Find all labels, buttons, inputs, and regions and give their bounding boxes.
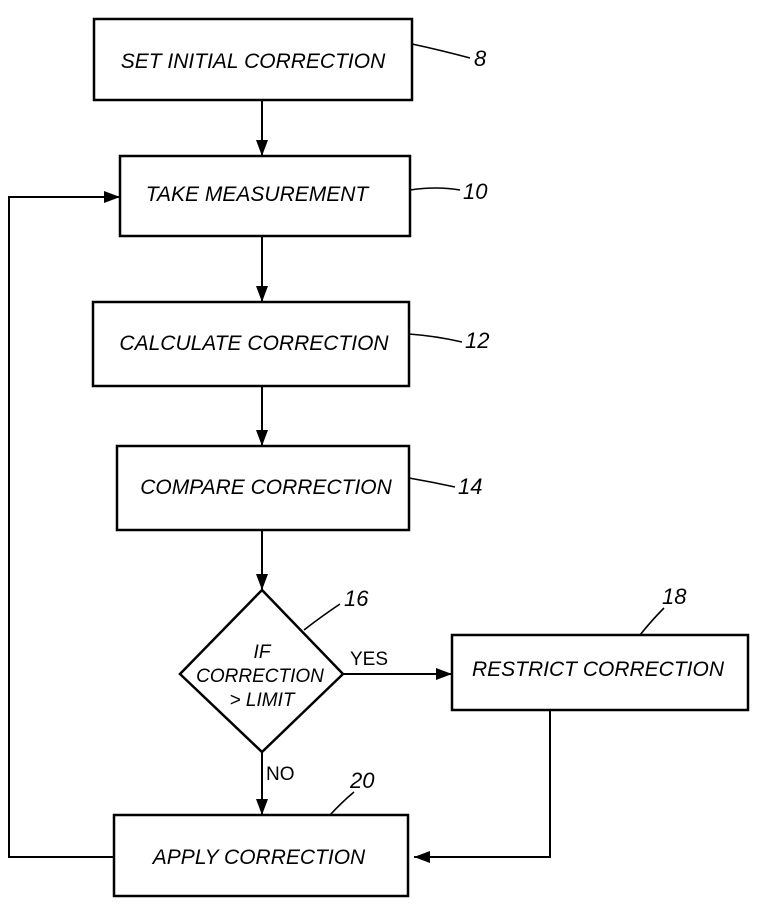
- step-take-measurement: TAKE MEASUREMENT: [120, 156, 410, 236]
- ref-leader-8: [412, 44, 470, 58]
- ref-number-18: 18: [662, 584, 687, 609]
- step-label-take-measurement: TAKE MEASUREMENT: [146, 183, 371, 206]
- connector-loop-back: [9, 197, 120, 857]
- arrowhead-into-calculate: [256, 286, 268, 302]
- connector-restrict-to-apply: [414, 710, 550, 857]
- arrowhead-into-measure: [256, 140, 268, 156]
- decision-text-limit: > LIMIT: [230, 690, 296, 711]
- step-label-set-initial: SET INITIAL CORRECTION: [121, 50, 386, 73]
- ref-number-16: 16: [344, 586, 369, 611]
- ref-number-20: 20: [349, 768, 375, 793]
- step-label-restrict: RESTRICT CORRECTION: [472, 658, 725, 681]
- arrowhead-into-decision: [256, 574, 268, 590]
- arrowhead-into-compare: [256, 430, 268, 446]
- arrowhead-into-apply: [256, 799, 268, 815]
- ref-leader-12: [409, 334, 462, 342]
- arrowhead-restrict-into-apply: [414, 851, 430, 863]
- branch-label-no: NO: [266, 764, 295, 785]
- step-restrict-correction: RESTRICT CORRECTION: [452, 635, 748, 710]
- branch-label-yes: YES: [350, 649, 388, 670]
- step-label-compare: COMPARE CORRECTION: [140, 476, 392, 499]
- ref-leader-18: [640, 608, 664, 635]
- ref-leader-10: [410, 188, 460, 190]
- ref-number-10: 10: [463, 179, 488, 204]
- step-compare-correction: COMPARE CORRECTION: [117, 446, 409, 530]
- decision-correction-limit: IF CORRECTION > LIMIT: [180, 590, 343, 752]
- step-label-calculate: CALCULATE CORRECTION: [119, 332, 389, 355]
- decision-text-correction: CORRECTION: [196, 666, 324, 687]
- ref-leader-14: [409, 478, 455, 487]
- step-set-initial-correction: SET INITIAL CORRECTION: [94, 19, 412, 100]
- ref-number-14: 14: [458, 474, 482, 499]
- ref-leader-20: [330, 792, 354, 815]
- decision-text-if: IF: [254, 642, 272, 663]
- step-apply-correction: APPLY CORRECTION: [114, 815, 408, 896]
- step-label-apply: APPLY CORRECTION: [151, 846, 366, 869]
- arrowhead-into-restrict: [436, 668, 452, 680]
- step-calculate-correction: CALCULATE CORRECTION: [93, 302, 409, 386]
- arrowhead-loop-into-measure: [104, 191, 120, 203]
- ref-number-8: 8: [474, 46, 487, 71]
- ref-number-12: 12: [465, 328, 489, 353]
- ref-leader-16: [304, 604, 340, 630]
